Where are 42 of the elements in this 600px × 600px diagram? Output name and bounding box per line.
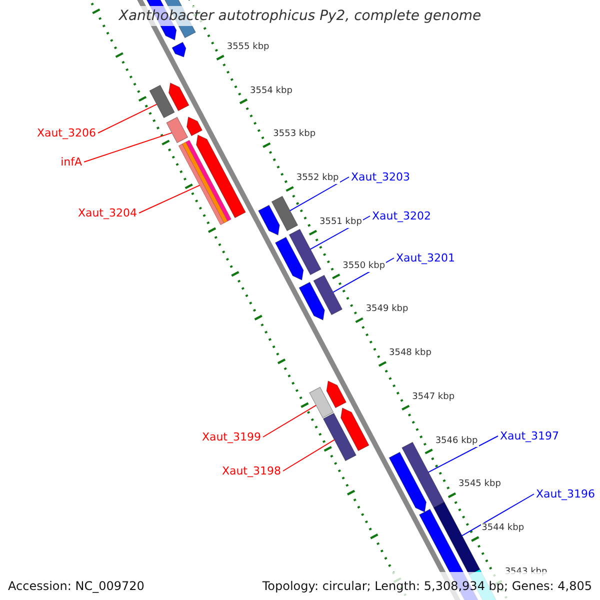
scale-label: 3544 kbp xyxy=(480,523,526,534)
leader-line xyxy=(290,176,350,212)
gene-feature xyxy=(196,134,246,218)
leader-line xyxy=(462,494,534,536)
leader-line xyxy=(282,439,335,472)
gene-label: Xaut_3204 xyxy=(78,206,137,220)
gene-label: infA xyxy=(60,156,82,168)
gene-feature xyxy=(322,412,356,462)
gene-feature xyxy=(149,84,175,118)
gene-feature xyxy=(288,228,322,276)
gene-label: Xaut_3202 xyxy=(372,210,432,222)
scale-label: 3549 kbp xyxy=(364,304,410,316)
scale-label: 3550 kbp xyxy=(342,260,386,272)
leader-line xyxy=(262,404,317,438)
scale-label: 3555 kbp xyxy=(226,42,270,53)
leader-line xyxy=(98,104,158,134)
leader-line xyxy=(138,184,200,214)
gene-label: Xaut_3198 xyxy=(222,464,281,478)
gene-feature xyxy=(166,116,188,144)
gene-label: Xaut_3203 xyxy=(351,170,410,184)
gene-label: Xaut_3201 xyxy=(396,252,456,264)
scale-label: 3551 kbp xyxy=(318,216,363,228)
scale-label: 3547 kbp xyxy=(411,392,456,403)
gene-feature xyxy=(271,196,298,232)
scale-label: 3545 kbp xyxy=(458,479,502,490)
genome-summary-text: Topology: circular; Length: 5,308,934 bp; Genes: 4,805 xyxy=(262,579,592,593)
gene-feature xyxy=(313,274,343,316)
scale-label: 3552 kbp xyxy=(295,173,340,184)
gene-label: Xaut_3199 xyxy=(202,430,261,444)
gene-label: Xaut_3196 xyxy=(536,488,596,500)
gene-label: Xaut_3197 xyxy=(500,430,560,442)
scale-label: 3553 kbp xyxy=(272,129,317,140)
scale-label: 3548 kbp xyxy=(388,348,432,360)
scale-label: 3546 kbp xyxy=(434,436,479,447)
gene-feature xyxy=(309,386,334,418)
scale-label: 3554 kbp xyxy=(249,86,294,97)
leader-line xyxy=(428,436,498,473)
gene-label: Xaut_3206 xyxy=(36,126,96,140)
gene-feature xyxy=(178,140,232,225)
gene-feature xyxy=(402,442,445,508)
accession-text: Accession: NC_009720 xyxy=(8,579,144,593)
leader-line xyxy=(84,132,172,162)
